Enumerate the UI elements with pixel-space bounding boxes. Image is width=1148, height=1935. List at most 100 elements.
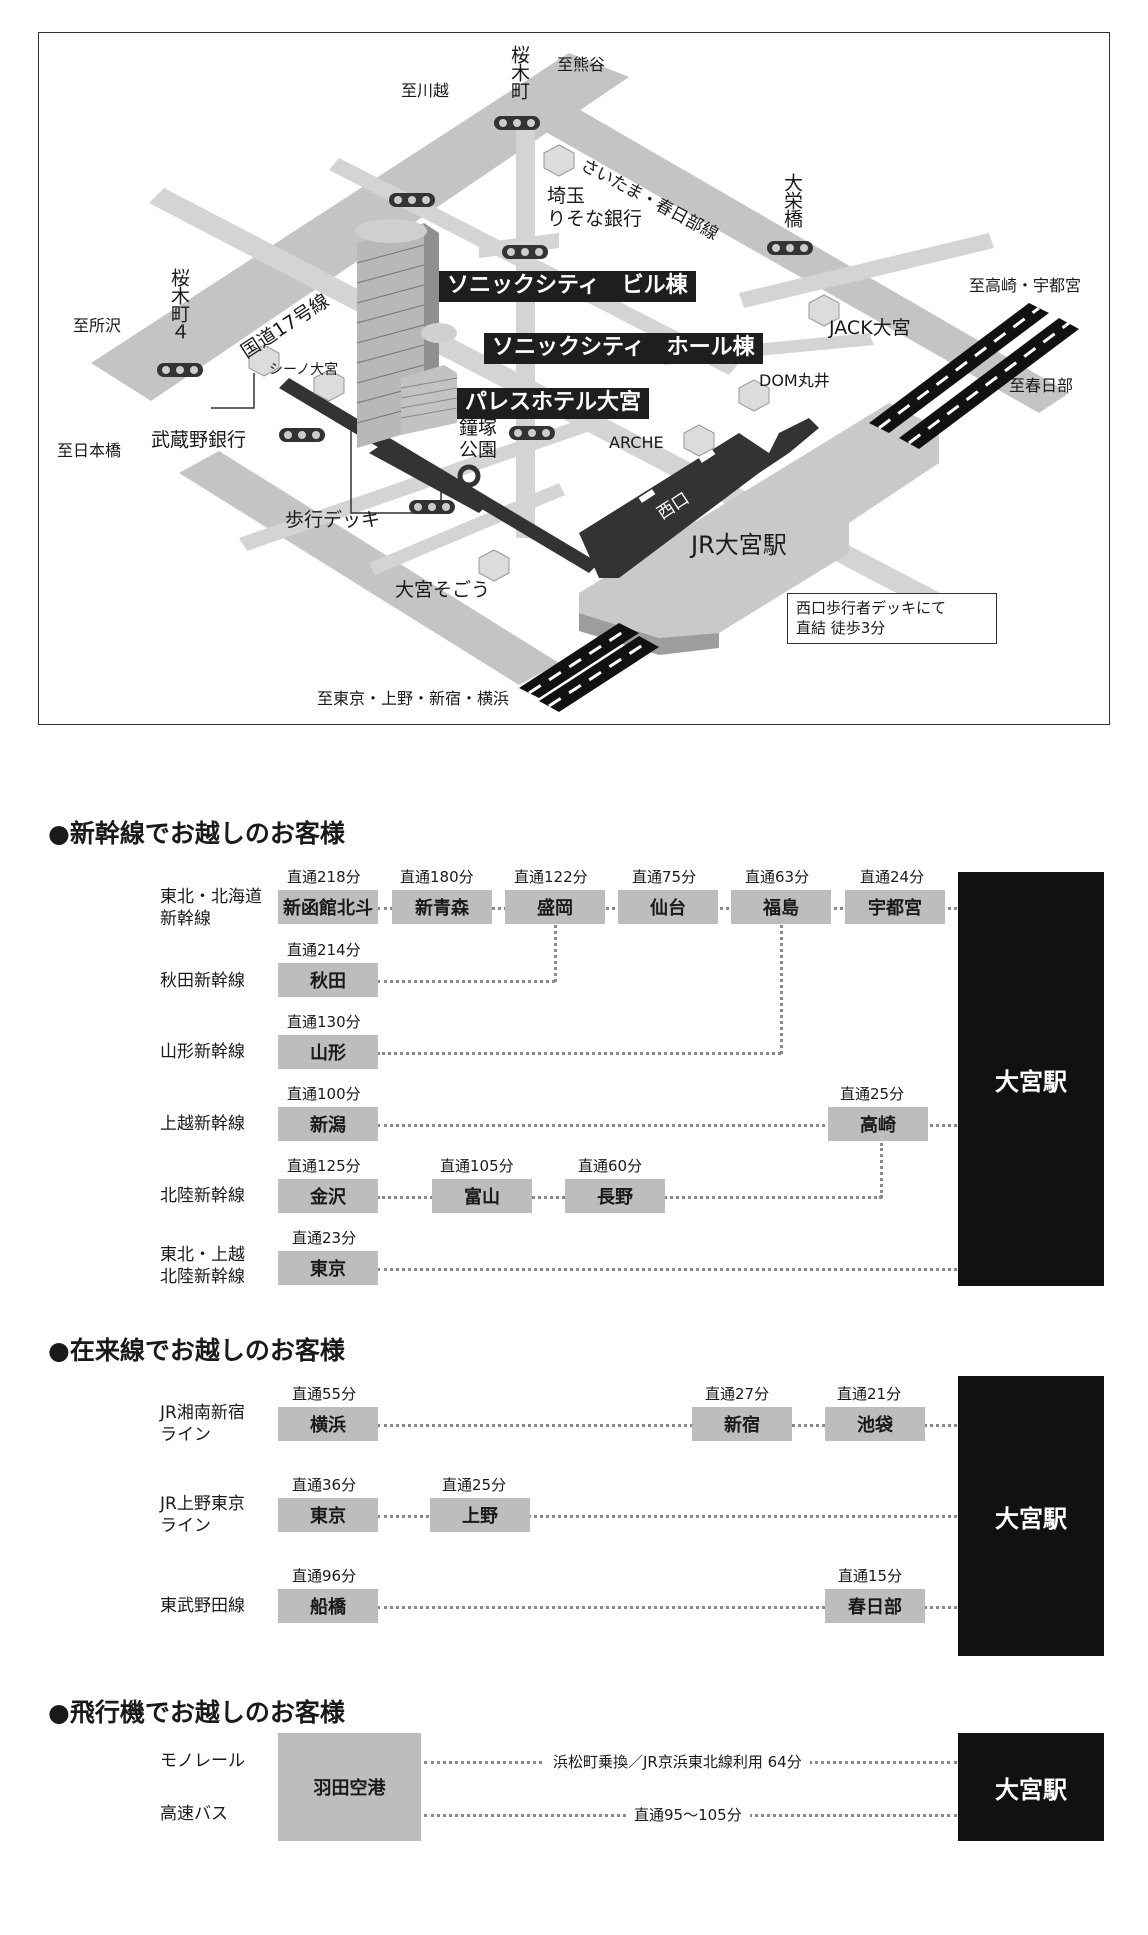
landmark-cubes xyxy=(248,144,840,582)
label-to-kasukabe: 至春日部 xyxy=(1009,376,1074,395)
connector xyxy=(377,1515,957,1518)
travel-time: 直通63分 xyxy=(745,868,810,886)
railway-tracks xyxy=(519,303,1079,712)
station-box: 富山 xyxy=(432,1179,532,1213)
station-box: 盛岡 xyxy=(505,890,605,924)
station-box: 新青森 xyxy=(392,890,492,924)
section-title-shinkansen: ●新幹線でお越しのお客様 xyxy=(48,819,345,848)
terminal-omiya-station: 大宮駅 xyxy=(958,1733,1104,1841)
travel-time: 直通60分 xyxy=(578,1157,643,1175)
station-box: 東京 xyxy=(278,1251,378,1285)
badge-sonic-city-hall: ソニックシティ ホール棟 xyxy=(484,333,763,365)
label-to-nihonbashi: 至日本橋 xyxy=(57,441,122,460)
label-pedestrian-deck: 歩行デッキ xyxy=(285,509,381,531)
connector xyxy=(780,925,783,1054)
connector xyxy=(377,1268,957,1271)
section-title-airplane: ●飛行機でお越しのお客様 xyxy=(48,1698,345,1727)
station-box: 長野 xyxy=(565,1179,665,1213)
map-note: 西口歩行者デッキにて 直結 徒歩3分 xyxy=(787,593,997,644)
station-box: 山形 xyxy=(278,1035,378,1069)
travel-time: 直通125分 xyxy=(287,1157,361,1175)
terminal-omiya-station: 大宮駅 xyxy=(958,872,1104,1286)
label-to-takasaki: 至高崎・宇都宮 xyxy=(969,276,1082,295)
connector xyxy=(377,1124,957,1127)
line-name: 北陸新幹線 xyxy=(160,1186,245,1206)
route-bus-text: 直通95～105分 xyxy=(626,1804,750,1825)
leader-lines xyxy=(211,373,442,514)
station-box: 金沢 xyxy=(278,1179,378,1213)
label-jack-omiya: JACK大宮 xyxy=(829,317,911,339)
line-name: 東武野田線 xyxy=(160,1596,245,1616)
line-name: 東北・北海道 新幹線 xyxy=(160,887,262,930)
station-box: 秋田 xyxy=(278,963,378,997)
label-to-tokyo: 至東京・上野・新宿・横浜 xyxy=(317,689,510,708)
label-kanetsuka-park: 鐘塚 公園 xyxy=(459,417,498,461)
connector xyxy=(880,1143,883,1198)
traffic-signals xyxy=(157,116,813,514)
jr-station-block xyxy=(579,403,939,655)
badge-sonic-city-building: ソニックシティ ビル棟 xyxy=(439,271,696,303)
connector xyxy=(377,1606,957,1609)
connector xyxy=(377,1424,957,1427)
route-monorail-text: 浜松町乗換／JR京浜東北線利用 64分 xyxy=(545,1751,810,1772)
travel-time: 直通15分 xyxy=(838,1567,903,1585)
label-taiei-bridge: 大栄橋 xyxy=(781,173,803,227)
station-box: 新潟 xyxy=(278,1107,378,1141)
travel-time: 直通214分 xyxy=(287,941,361,959)
station-box: 船橋 xyxy=(278,1589,378,1623)
connector xyxy=(377,1052,781,1055)
station-box: 東京 xyxy=(278,1498,378,1532)
travel-time: 直通180分 xyxy=(400,868,474,886)
connector xyxy=(377,980,555,983)
label-sakuragicho: 桜木町 xyxy=(508,45,530,99)
palace-hotel-building xyxy=(400,365,458,435)
section-title-conventional-lines: ●在来線でお越しのお客様 xyxy=(48,1336,345,1365)
note-line-2: 直結 徒歩3分 xyxy=(796,619,886,638)
travel-time: 直通122分 xyxy=(514,868,588,886)
label-dom-marui: DOM丸井 xyxy=(759,371,830,390)
badge-palace-hotel: パレスホテル大宮 xyxy=(457,388,650,420)
travel-time: 直通55分 xyxy=(292,1385,357,1403)
station-box: 横浜 xyxy=(278,1407,378,1441)
travel-time: 直通75分 xyxy=(632,868,697,886)
label-musashino-bank: 武蔵野銀行 xyxy=(151,429,247,451)
travel-time: 直通105分 xyxy=(440,1157,514,1175)
travel-time: 直通218分 xyxy=(287,868,361,886)
station-box: 仙台 xyxy=(618,890,718,924)
map-drawing xyxy=(91,53,1079,712)
station-box: 新函館北斗 xyxy=(278,890,378,924)
travel-time: 直通100分 xyxy=(287,1085,361,1103)
note-line-1: 西口歩行者デッキにて xyxy=(796,599,947,617)
station-box: 新宿 xyxy=(692,1407,792,1441)
label-sakuragicho-4: 桜木町４ xyxy=(168,268,190,340)
station-box: 池袋 xyxy=(825,1407,925,1441)
station-box: 春日部 xyxy=(825,1589,925,1623)
line-name: 東北・上越 北陸新幹線 xyxy=(160,1245,245,1288)
travel-time: 直通130分 xyxy=(287,1013,361,1031)
label-to-tokorozawa: 至所沢 xyxy=(73,316,122,335)
label-to-kawagoe: 至川越 xyxy=(401,81,450,100)
label-saitama-resona-bank: 埼玉 りそな銀行 xyxy=(547,185,643,230)
travel-time: 直通25分 xyxy=(840,1085,905,1103)
line-name: JR上野東京 ライン xyxy=(160,1494,245,1537)
hall-building xyxy=(421,323,457,343)
travel-time: 直通96分 xyxy=(292,1567,357,1585)
line-name: JR湘南新宿 ライン xyxy=(160,1403,245,1446)
travel-time: 直通24分 xyxy=(860,868,925,886)
airport-box-haneda: 羽田空港 xyxy=(278,1733,421,1841)
connector xyxy=(554,925,557,982)
line-name: 秋田新幹線 xyxy=(160,971,245,991)
line-name-highway-bus: 高速バス xyxy=(160,1804,228,1824)
station-box: 福島 xyxy=(731,890,831,924)
line-name: 山形新幹線 xyxy=(160,1042,245,1062)
access-map: 至川越 至熊谷 至所沢 至日本橋 至高崎・宇都宮 至春日部 至東京・上野・新宿・… xyxy=(38,32,1110,725)
travel-time: 直通36分 xyxy=(292,1476,357,1494)
label-to-kumagaya: 至熊谷 xyxy=(557,55,606,74)
travel-time: 直通27分 xyxy=(705,1385,770,1403)
station-box: 宇都宮 xyxy=(845,890,945,924)
label-arche: ARCHE xyxy=(609,433,664,452)
travel-time: 直通21分 xyxy=(837,1385,902,1403)
line-name: 上越新幹線 xyxy=(160,1114,245,1134)
station-box: 高崎 xyxy=(828,1107,928,1141)
label-shino-omiya: シーノ大宮 xyxy=(269,362,339,378)
